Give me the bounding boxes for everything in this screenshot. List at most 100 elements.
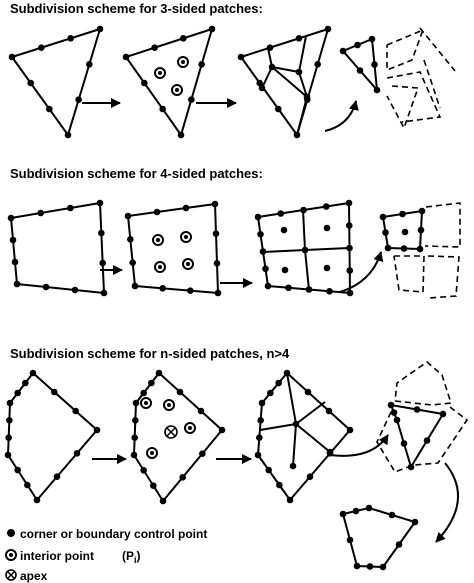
ngon-patch-2: [133, 372, 223, 502]
control-point: [266, 44, 274, 51]
control-point: [100, 289, 108, 297]
control-point: [5, 434, 12, 441]
control-point: [96, 199, 104, 207]
quad-patch-2: [127, 203, 219, 294]
control-point: [153, 208, 161, 216]
control-point: [368, 35, 376, 43]
control-point: [72, 407, 79, 415]
control-point: [382, 229, 389, 236]
control-point: [131, 282, 139, 290]
control-point: [281, 266, 289, 274]
control-point: [46, 105, 53, 113]
legend-corner-label: corner or boundary control point: [20, 527, 207, 541]
control-point: [346, 267, 354, 274]
control-point: [387, 401, 395, 409]
control-point: [262, 265, 269, 273]
control-point: [305, 286, 313, 293]
control-point: [14, 466, 21, 474]
control-point: [11, 258, 19, 266]
control-point: [176, 388, 184, 396]
control-point: [199, 450, 206, 457]
legend: corner or boundary control point interio…: [5, 527, 207, 583]
control-point: [98, 229, 105, 237]
legend-pi-label: (Pi): [122, 549, 141, 565]
control-point: [64, 131, 72, 139]
control-point: [304, 388, 312, 396]
control-point: [346, 289, 354, 297]
control-point: [130, 451, 138, 459]
control-point: [256, 434, 263, 441]
control-point: [345, 222, 353, 229]
control-point: [33, 496, 41, 504]
control-point: [22, 379, 29, 387]
control-point: [258, 84, 266, 92]
control-point: [8, 53, 16, 61]
control-point: [283, 369, 291, 377]
control-point: [346, 244, 353, 252]
interior-point-icon: [152, 234, 164, 246]
control-point: [399, 210, 406, 218]
control-point: [400, 245, 408, 252]
control-point: [285, 284, 292, 292]
corner-point-icon: [7, 529, 15, 537]
control-point: [401, 228, 409, 236]
control-point: [124, 212, 132, 220]
control-point: [267, 389, 274, 397]
control-point: [179, 474, 186, 481]
arrow-tri-curved: [324, 100, 359, 132]
control-point: [293, 131, 301, 139]
control-point: [306, 473, 314, 480]
control-point: [339, 47, 347, 55]
control-point: [159, 497, 167, 505]
control-point: [292, 420, 300, 428]
control-point: [73, 450, 81, 457]
control-point: [187, 287, 194, 294]
control-point: [324, 25, 332, 33]
control-point: [127, 236, 134, 243]
title-4-sided: Subdivision scheme for 4-sided patches:: [10, 166, 263, 181]
arrow-ngon-curved: [329, 434, 389, 457]
control-point: [371, 61, 378, 68]
control-point: [400, 440, 408, 447]
control-point: [198, 61, 205, 68]
control-point: [213, 260, 221, 267]
control-point: [379, 563, 387, 571]
control-point: [208, 25, 216, 33]
control-point: [6, 417, 13, 424]
control-point: [416, 245, 424, 253]
control-point: [289, 462, 297, 470]
apex-icon: [164, 425, 178, 439]
control-point: [280, 226, 288, 234]
control-point: [151, 44, 158, 51]
control-point: [9, 236, 17, 244]
legend-apex-label: apex: [20, 569, 48, 583]
control-point: [314, 61, 321, 68]
control-point: [75, 96, 82, 103]
control-point: [257, 230, 264, 238]
apex-icon: [5, 569, 17, 581]
control-point: [275, 379, 282, 387]
control-point: [38, 44, 45, 51]
control-point: [373, 86, 381, 94]
ngon-patch-3: [257, 372, 351, 501]
control-point: [326, 287, 333, 295]
control-point: [295, 35, 303, 42]
tri-patch-1: [11, 28, 101, 136]
control-point: [356, 67, 364, 74]
control-point: [325, 407, 333, 415]
control-point: [300, 206, 307, 214]
control-point: [129, 259, 136, 266]
control-point: [212, 230, 220, 237]
control-point: [96, 25, 104, 33]
control-point: [6, 399, 14, 407]
control-point: [93, 426, 101, 434]
interior-point-icon: [5, 549, 17, 561]
ngon-patch-5: [342, 507, 416, 568]
control-point: [67, 35, 74, 42]
control-point: [407, 463, 415, 471]
control-point: [29, 369, 37, 377]
control-point: [150, 482, 157, 489]
control-point: [301, 246, 309, 254]
arrow-quad-curved: [339, 251, 384, 293]
